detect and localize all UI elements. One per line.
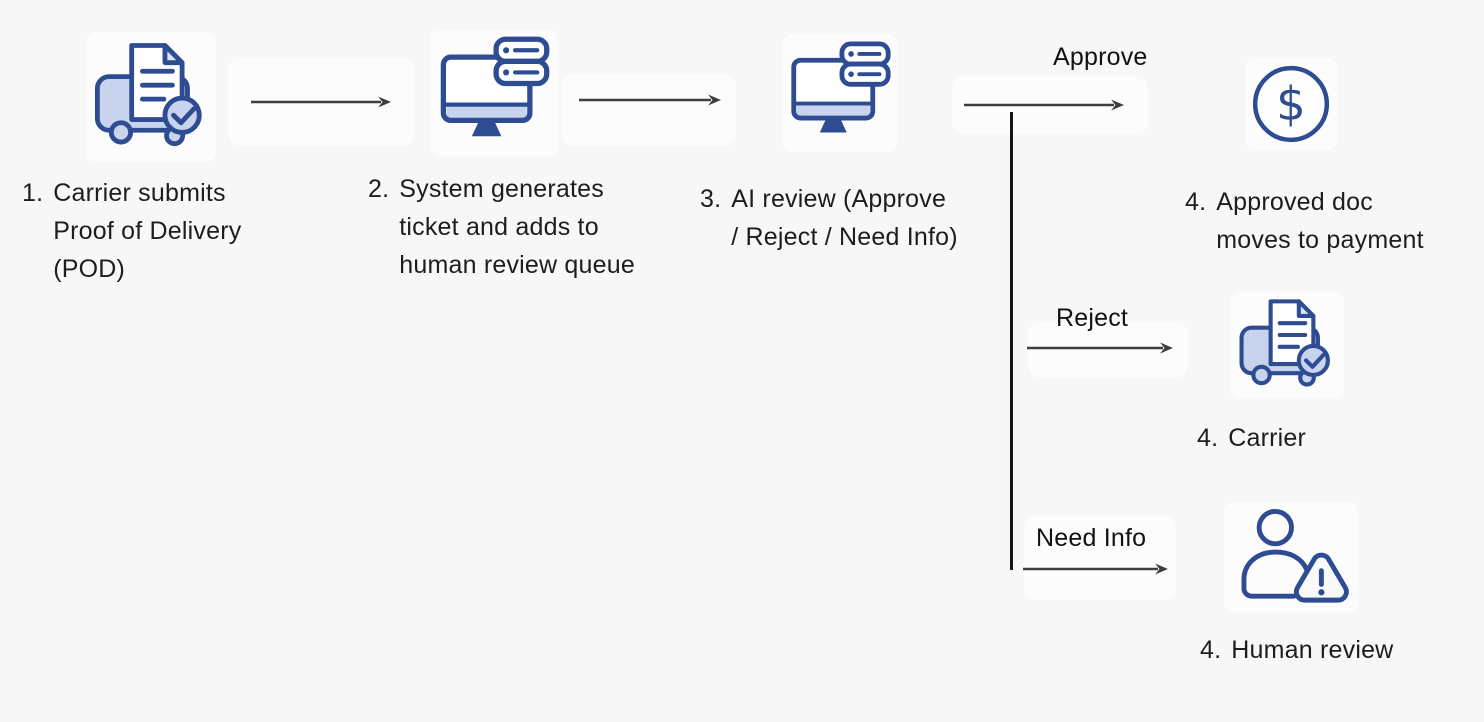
reject-result-label: 4. Carrier — [1197, 419, 1417, 457]
reject-result-icon-box — [1230, 292, 1344, 398]
truck-pod-check-icon — [1239, 299, 1330, 387]
approve-result-label: 4. Approved doc moves to payment — [1185, 183, 1465, 259]
flow-arrow-1 — [251, 96, 391, 108]
step-1-number: 1. — [22, 179, 44, 207]
need-info-result-text: Human review — [1231, 636, 1394, 664]
computer-ai-review-icon — [791, 41, 891, 133]
dollar-payment-icon: $ — [1252, 65, 1330, 143]
step-3-icon-box — [783, 34, 897, 152]
person-alert-icon — [1241, 508, 1349, 603]
step-2-label: 2. System generates ticket and adds to h… — [368, 170, 668, 284]
approve-result-number: 4. — [1185, 188, 1207, 216]
step-2-text: System generates ticket and adds to huma… — [399, 175, 635, 279]
dollar-glyph: $ — [1276, 77, 1306, 131]
need-info-result-number: 4. — [1200, 636, 1222, 664]
step-1-text: Carrier submits Proof of Delivery (POD) — [53, 179, 242, 283]
step-3-number: 3. — [700, 185, 722, 213]
need-info-arrow — [1023, 563, 1168, 575]
step-3-text: AI review (Approve / Reject / Need Info) — [731, 185, 958, 251]
computer-ticket-queue-icon — [440, 36, 550, 137]
need-info-result-icon-box — [1224, 502, 1358, 612]
branch-connector-line — [1010, 112, 1013, 570]
highlight-patch — [1028, 322, 1188, 378]
reject-branch-label: Reject — [1056, 304, 1129, 332]
flow-arrow-2 — [579, 94, 721, 106]
step-1-label: 1. Carrier submits Proof of Delivery (PO… — [22, 174, 272, 288]
approve-arrow — [964, 99, 1124, 111]
need-info-result-label: 4. Human review — [1200, 631, 1460, 669]
reject-arrow — [1027, 342, 1173, 354]
approve-result-text: Approved doc moves to payment — [1216, 188, 1424, 254]
highlight-patch — [1024, 516, 1176, 600]
approve-result-icon-box: $ — [1245, 58, 1337, 150]
step-2-icon-box — [430, 30, 558, 156]
highlight-patch — [562, 74, 736, 146]
reject-result-text: Carrier — [1228, 424, 1307, 452]
step-3-label: 3. AI review (Approve / Reject / Need In… — [700, 180, 990, 256]
step-1-icon-box — [86, 32, 216, 162]
reject-result-number: 4. — [1197, 424, 1219, 452]
approve-branch-label: Approve — [1053, 43, 1148, 71]
step-2-number: 2. — [368, 175, 390, 203]
truck-pod-check-icon — [94, 43, 202, 147]
need-info-branch-label: Need Info — [1036, 524, 1147, 552]
